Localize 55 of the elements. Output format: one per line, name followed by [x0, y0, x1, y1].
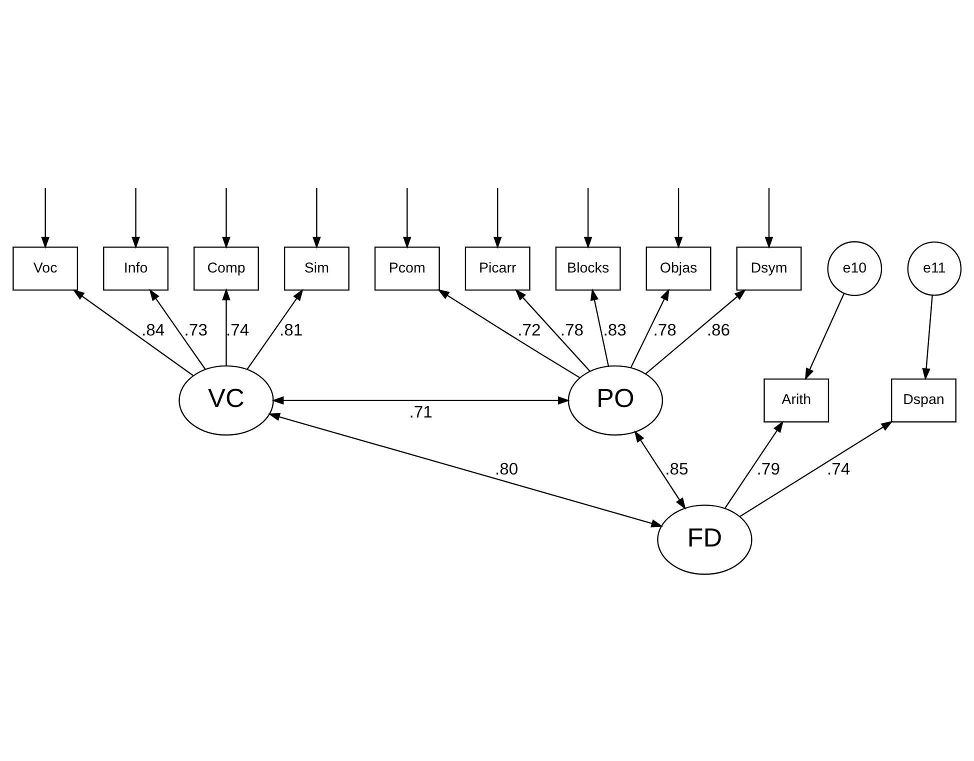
- edge-label: .72: [518, 320, 541, 340]
- node-box: Pcom: [374, 246, 440, 291]
- edge-label: .86: [706, 320, 730, 340]
- arrow: [804, 293, 844, 380]
- edge-label: .71: [409, 402, 432, 422]
- node-box: Voc: [12, 246, 78, 291]
- arrow: [630, 288, 670, 368]
- node-box: Arith: [764, 378, 830, 422]
- arrow: [222, 188, 230, 249]
- node-box: Dsym: [736, 246, 802, 291]
- edge-label: .83: [603, 320, 626, 340]
- node-box: Blocks: [555, 246, 621, 291]
- node-ellipse: PO: [568, 365, 664, 436]
- edge-label: .78: [653, 320, 676, 340]
- edge-label: .80: [494, 460, 518, 478]
- arrow: [402, 188, 412, 249]
- arrow: [132, 188, 140, 249]
- arrow: [312, 188, 321, 249]
- arrow: [72, 289, 194, 376]
- node-box: Comp: [194, 246, 259, 291]
- node-box: Info: [103, 246, 169, 291]
- edge-label: .84: [141, 320, 165, 340]
- node-ellipse: VC: [178, 365, 274, 436]
- arrow: [222, 288, 230, 366]
- edge-label: .74: [827, 460, 850, 478]
- arrow: [724, 420, 784, 509]
- edge-label: .81: [280, 320, 303, 340]
- node-box: Sim: [284, 246, 350, 291]
- node-circle: e11: [907, 241, 962, 296]
- node-box: Picarr: [464, 246, 530, 291]
- node-box: Objas: [646, 246, 712, 291]
- node-box: Dspan: [890, 378, 956, 422]
- arrow: [493, 188, 502, 249]
- edge-label: .78: [560, 320, 584, 340]
- arrow: [590, 288, 610, 366]
- arrow: [149, 288, 206, 370]
- edge-label: .85: [665, 460, 688, 478]
- arrow: [514, 288, 590, 372]
- node-ellipse: FD: [657, 504, 752, 575]
- arrow: [634, 430, 686, 510]
- arrow: [740, 420, 893, 518]
- node-circle: e10: [827, 241, 882, 296]
- arrow: [584, 188, 592, 249]
- arrow: [438, 289, 580, 378]
- arrow: [674, 188, 683, 249]
- arrow: [764, 188, 774, 249]
- edge-label: .73: [184, 320, 208, 340]
- arrow: [272, 396, 570, 405]
- edge-label: .79: [756, 460, 780, 478]
- arrow: [268, 412, 664, 528]
- arrow: [922, 294, 933, 380]
- edge-label: .74: [226, 320, 250, 340]
- arrow: [41, 188, 50, 249]
- arrow: [645, 289, 746, 374]
- arrow: [246, 288, 304, 370]
